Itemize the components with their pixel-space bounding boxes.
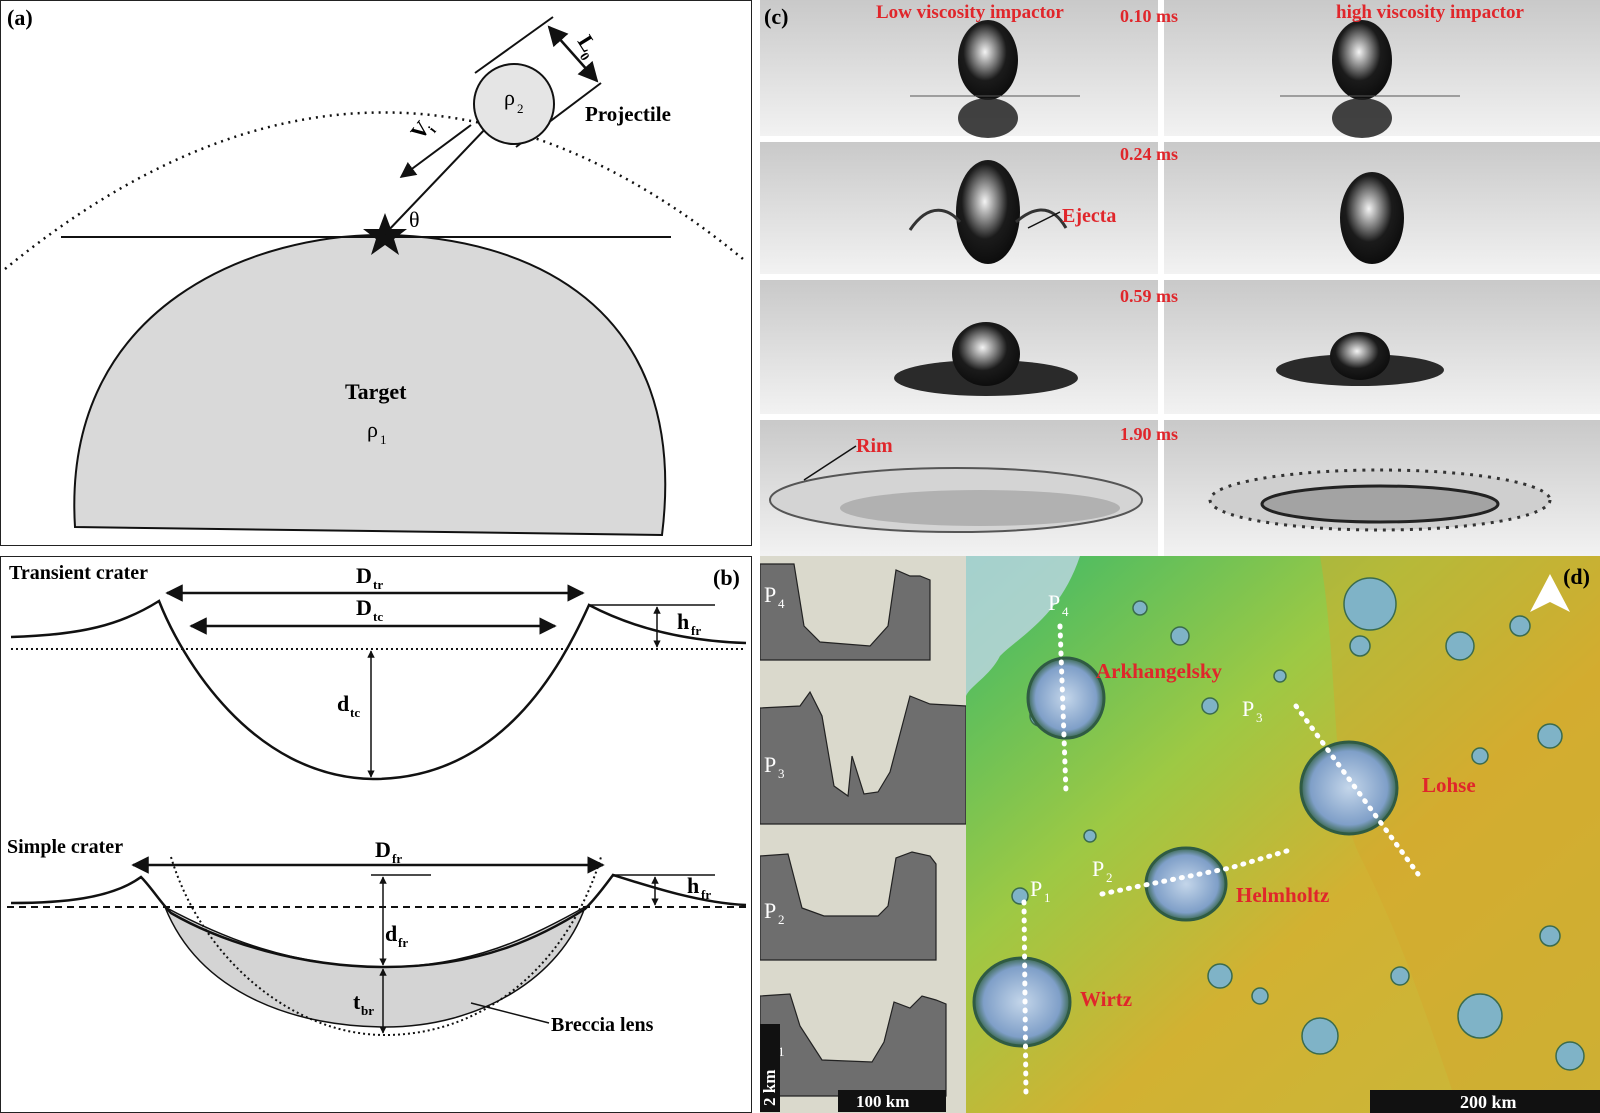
simple-crater-profile [10,873,747,969]
target-density: ρ [367,417,378,442]
time-059: 0.59 ms [1120,286,1178,306]
map-sub-P3: 3 [1256,710,1263,725]
target-label: Target [345,379,407,404]
map-scale-bar [1370,1090,1600,1113]
D-tc-label: D [356,595,372,620]
time-024: 0.24 ms [1120,144,1178,164]
projectile-label: Projectile [585,102,671,126]
profile-label-P4: P [764,582,776,607]
breccia-lens-label: Breccia lens [551,1014,654,1036]
breccia-leader [470,1002,550,1024]
crater-arkhangelsky [1026,656,1106,740]
panel-a: (a) ρ 2 L 0 V i θ Projectile Target [0,0,752,546]
profile-sub-P2: 2 [778,912,785,927]
ejecta-splash [908,208,1068,231]
transient-cavity-dotted [170,856,602,1037]
label-arkhangelsky: Arkhangelsky [1096,659,1223,683]
map-label-P2: P [1092,856,1104,881]
crater-wirtz [972,956,1072,1048]
drop-high-024 [1340,172,1404,264]
profile-traces [1021,623,1421,1099]
h-fr-sub-simple: fr [701,887,711,902]
label-helmholtz: Helmholtz [1236,883,1329,907]
d-fr-label: d [385,921,397,946]
t-br-label: t [353,989,361,1014]
small-craters [1011,577,1585,1071]
h-fr-label-transient: h [677,609,689,634]
panel-d: P 4 P 3 P 2 P 1 2 km 100 km [760,556,1600,1113]
map-label-P4: P [1048,590,1060,615]
profile-P2 [760,851,937,961]
D-tr-sub: tr [373,577,383,592]
map-sub-P2: 2 [1106,870,1113,885]
map-sub-P1: 1 [1044,890,1051,905]
north-arrow-icon [1530,574,1570,612]
crater-lohse [1299,740,1399,836]
velocity-arrow [399,124,472,178]
impact-angle-label: θ [409,207,420,232]
label-wirtz: Wirtz [1080,987,1132,1011]
profile-P1 [760,993,947,1097]
map-label-P3: P [1242,696,1254,721]
h-fr-sub-transient: fr [691,623,701,638]
impact-geometry-diagram: (a) ρ 2 L 0 V i θ Projectile Target [4,5,744,537]
drop-high-010 [1332,20,1392,100]
time-190: 1.90 ms [1120,424,1178,444]
profile-scale-label: 100 km [856,1092,909,1111]
projectile-edge-left [474,16,554,74]
label-lohse: Lohse [1422,773,1476,797]
low-viscosity-title: Low viscosity impactor [876,2,1064,23]
profile-label-P2: P [764,898,776,923]
t-br-sub: br [361,1003,374,1018]
vertical-scale-bar [760,1024,780,1112]
panel-d-tag: (d) [1563,564,1590,589]
D-tr-label: D [356,563,372,588]
D-fr-label: D [375,837,391,862]
panel-c: Ejecta Rim (c) Low viscosity impactor hi… [760,0,1600,556]
d-tc-sub: tc [350,705,360,720]
projectile-density: ρ [504,85,515,110]
drop-low-010 [958,20,1018,100]
D-fr-sub: fr [392,851,402,866]
map-scale-label: 200 km [1460,1092,1517,1112]
length-arrow [547,25,599,83]
profile-P4 [760,563,931,661]
projectile-density-sub: 2 [517,101,524,116]
vertical-scale-label: 2 km [760,1070,779,1106]
d-tc-label: d [337,691,349,716]
panel-c-tag: (c) [764,4,788,29]
drop-low-024 [956,160,1020,264]
profile-sub-P1: 1 [778,1044,785,1059]
profile-sub-P4: 4 [778,596,785,611]
panel-a-tag: (a) [7,5,33,30]
lunar-crater-map: P 4 P 3 P 2 P 1 2 km 100 km [760,556,1600,1113]
profile-sub-P3: 3 [778,766,785,781]
target-density-sub: 1 [380,432,387,447]
rim-label: Rim [856,435,893,457]
profile-scale-bar [838,1090,946,1112]
D-tc-sub: tc [373,609,383,624]
transient-crater-profile [10,599,747,781]
projectile [473,63,555,145]
map-label-P1: P [1030,876,1042,901]
transient-crater-title: Transient crater [9,562,148,584]
time-010: 0.10 ms [1120,6,1178,26]
simple-crater-title: Simple crater [7,836,123,858]
ejecta-label: Ejecta [1062,205,1116,227]
panel-b: (b) Transient crater D tr D tc h fr d tc… [0,556,752,1113]
profile-label-P3: P [764,752,776,777]
h-fr-label-simple: h [687,873,699,898]
crater-profiles-diagram: (b) Transient crater D tr D tc h fr d tc… [7,562,747,1037]
d-fr-sub: fr [398,935,408,950]
droplet-impact-photos: Ejecta Rim (c) Low viscosity impactor hi… [760,0,1600,556]
planet-outline-dotted [4,111,744,270]
high-viscosity-title: high viscosity impactor [1336,2,1524,23]
panel-b-tag: (b) [713,565,740,590]
map-sub-P4: 4 [1062,604,1069,619]
trajectory-line [384,126,488,235]
